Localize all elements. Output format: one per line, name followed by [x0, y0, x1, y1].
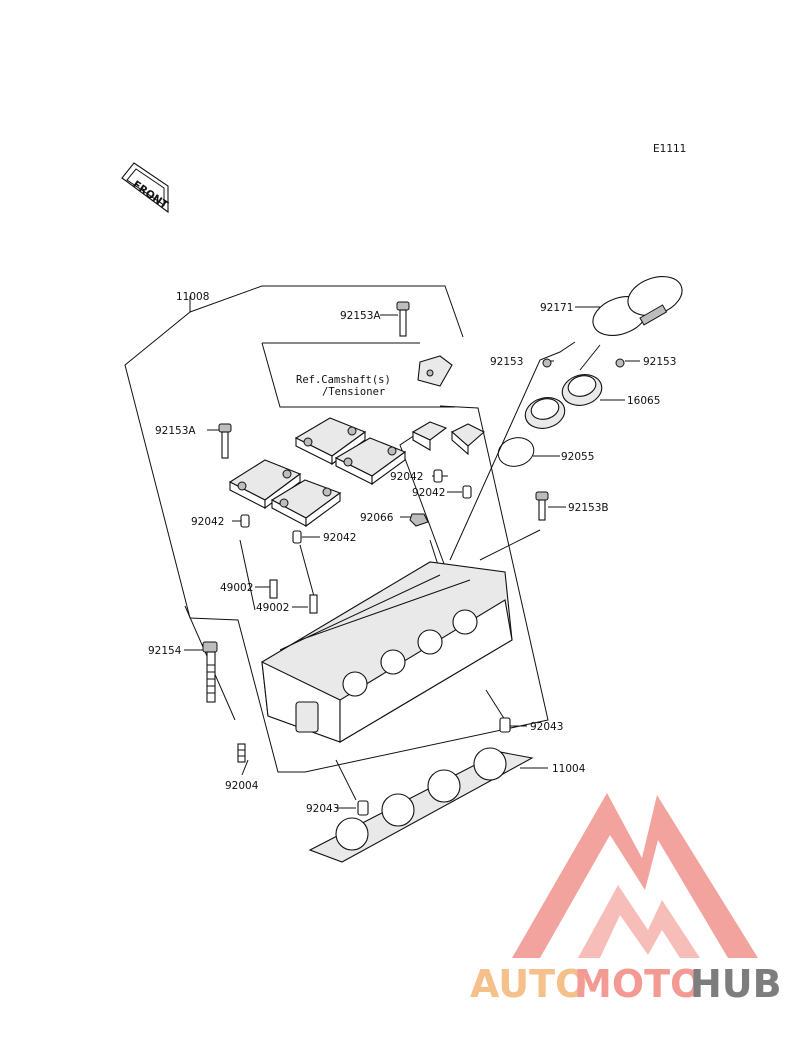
note-line-1: Ref.Camshaft(s) [296, 374, 391, 386]
label-92042-c: 92042 [191, 516, 224, 528]
label-92153-right: 92153 [643, 356, 676, 368]
label-92154: 92154 [148, 645, 182, 657]
label-92066: 92066 [360, 512, 394, 524]
dowel-pins [240, 469, 511, 816]
tensioner-bracket [417, 355, 453, 387]
label-92055: 92055 [561, 451, 594, 463]
label-16065: 16065 [627, 395, 660, 407]
diagram-code: E1111 [653, 143, 686, 155]
label-92042-a: 92042 [390, 471, 423, 483]
front-arrow-icon: FRONT [121, 162, 171, 214]
label-49002-a: 49002 [220, 582, 253, 594]
label-92004: 92004 [225, 780, 259, 792]
cylinder-head [261, 561, 513, 743]
label-11004: 11004 [552, 763, 586, 775]
watermark-auto: AUTO [470, 962, 587, 1006]
label-92153B: 92153B [568, 502, 609, 514]
leader-lines [124, 285, 640, 809]
part-labels: 11008 92153A 92153A 92171 92153 92153 16… [148, 291, 676, 815]
watermark-text: AUTO MOTO HUB [470, 962, 782, 1006]
head-gasket [308, 747, 534, 863]
camshaft-caps [228, 417, 485, 528]
bolts [202, 301, 625, 763]
label-92042-d: 92042 [323, 532, 356, 544]
label-92153A-left: 92153A [155, 425, 196, 437]
note-line-2: /Tensioner [322, 386, 385, 398]
throttle-holders [497, 276, 683, 467]
label-92043-left: 92043 [306, 803, 339, 815]
label-92153A-top: 92153A [340, 310, 381, 322]
watermark-hub: HUB [690, 962, 782, 1006]
watermark-logo [512, 793, 758, 958]
watermark-moto: MOTO [574, 962, 702, 1006]
label-92042-b: 92042 [412, 487, 445, 499]
label-92043-right: 92043 [530, 721, 563, 733]
label-92171: 92171 [540, 302, 573, 314]
label-92153-left: 92153 [490, 356, 523, 368]
label-11008: 11008 [176, 291, 209, 303]
label-49002-b: 49002 [256, 602, 289, 614]
